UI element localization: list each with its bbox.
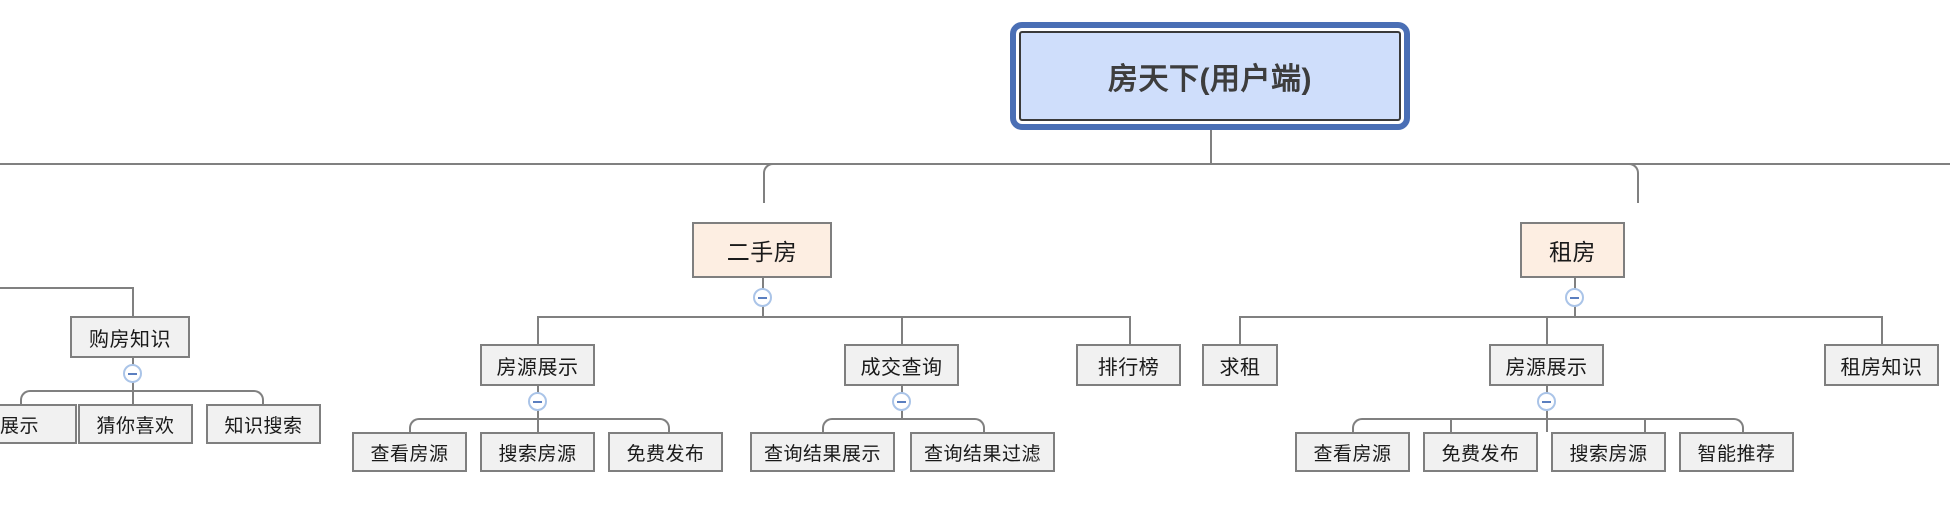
node-zufang-fangyuanzhanshi[interactable]: 房源展示 xyxy=(1489,344,1604,386)
node-leaf-mianfeifabu-1[interactable]: 免费发布 xyxy=(608,432,723,472)
connector-chengjiao-stem-a xyxy=(901,386,903,393)
node-leaf-zhishisousuo[interactable]: 知识搜索 xyxy=(206,404,321,444)
node-leaf-cainixihuan[interactable]: 猜你喜欢 xyxy=(78,404,193,444)
connector-fangyuan1-left-elbow xyxy=(409,418,539,434)
minus-glyph xyxy=(1542,400,1551,403)
connector-fangyuan2-stem-b xyxy=(1546,410,1548,418)
node-leaf-chaxunjieguoguolv[interactable]: 查询结果过滤 xyxy=(910,432,1055,472)
collapse-minus-icon-goufangzhishi[interactable] xyxy=(123,364,142,383)
connector-fangyuan1-mid xyxy=(537,418,539,432)
connector-to-paihangbang xyxy=(1129,316,1131,344)
node-leaf-sousuofangyuan-2[interactable]: 搜索房源 xyxy=(1551,432,1666,472)
minus-glyph xyxy=(533,400,542,403)
connector-ershoufang-spread xyxy=(537,316,1129,318)
connector-fangyuan2-stem-a xyxy=(1546,386,1548,393)
connector-goufang-stem-a xyxy=(132,358,134,365)
node-root[interactable]: 房天下(用户端) xyxy=(1011,23,1409,129)
connector-to-chengjiao xyxy=(901,316,903,344)
node-leaf-sousuofangyuan-1[interactable]: 搜索房源 xyxy=(480,432,595,472)
node-leaf-zhinengtuijian[interactable]: 智能推荐 xyxy=(1679,432,1794,472)
collapse-minus-icon-chengjiaochaxun[interactable] xyxy=(892,392,911,411)
node-qiuzu[interactable]: 求租 xyxy=(1202,344,1278,386)
connector-to-zufangzhishi xyxy=(1881,316,1883,344)
connector-fangyuan2-t2 xyxy=(1546,418,1548,432)
connector-zufang-stem-b xyxy=(1574,306,1576,316)
connector-ershoufang-stem-a xyxy=(762,278,764,290)
connector-root-stem xyxy=(1210,130,1212,163)
node-leaf-chakanfangyuan-2[interactable]: 查看房源 xyxy=(1295,432,1410,472)
connector-trunk-to-ershoufang xyxy=(763,163,865,203)
connector-ershoufang-stem-b xyxy=(762,306,764,316)
node-leaf-chakanfangyuan-1[interactable]: 查看房源 xyxy=(352,432,467,472)
connector-fangyuan1-stem-b xyxy=(537,410,539,418)
connector-fangyuan1-stem-a xyxy=(537,386,539,393)
node-leaf-zhanshi[interactable]: 展示 xyxy=(0,404,77,444)
connector-zufang-spread xyxy=(1239,316,1881,318)
node-ershoufang-fangyuanzhanshi[interactable]: 房源展示 xyxy=(480,344,595,386)
node-zufang[interactable]: 租房 xyxy=(1520,222,1625,278)
node-goufangzhishi[interactable]: 购房知识 xyxy=(70,316,190,358)
connector-goufang-left-elbow xyxy=(20,390,134,406)
connector-to-fangyuan2 xyxy=(1546,316,1548,344)
connector-trunk xyxy=(0,163,1950,165)
collapse-minus-icon-zufang[interactable] xyxy=(1565,288,1584,307)
node-ershoufang[interactable]: 二手房 xyxy=(692,222,832,278)
connector-chengjiao-left-elbow xyxy=(822,418,903,434)
collapse-minus-icon-ershoufang[interactable] xyxy=(753,288,772,307)
connector-fangyuan2-t1 xyxy=(1450,418,1452,432)
connector-fangyuan1-right-elbow xyxy=(537,418,670,434)
collapse-minus-icon-fangyuanzhanshi-2[interactable] xyxy=(1537,392,1556,411)
connector-chengjiao-right-elbow xyxy=(901,418,985,434)
connector-to-fangyuan1 xyxy=(537,316,539,344)
connector-trunk-to-zufang xyxy=(1575,163,1639,203)
connector-zufang-stem-a xyxy=(1574,278,1576,290)
node-chengjiaochaxun[interactable]: 成交查询 xyxy=(844,344,959,386)
connector-goufang-stem-b xyxy=(132,382,134,390)
node-zufangzhishi[interactable]: 租房知识 xyxy=(1824,344,1939,386)
connector-to-goufangzhishi xyxy=(132,287,134,316)
connector-goufang-mid xyxy=(132,390,134,404)
connector-fangyuan2-t3 xyxy=(1644,418,1646,432)
minus-glyph xyxy=(897,400,906,403)
node-leaf-mianfeifabu-2[interactable]: 免费发布 xyxy=(1423,432,1538,472)
connector-cutoff-spread xyxy=(0,287,134,289)
minus-glyph xyxy=(128,372,137,375)
connector-chengjiao-stem-b xyxy=(901,410,903,418)
node-leaf-chaxunjieguozhanshi[interactable]: 查询结果展示 xyxy=(750,432,895,472)
minus-glyph xyxy=(1570,296,1579,299)
node-paihangbang[interactable]: 排行榜 xyxy=(1076,344,1181,386)
collapse-minus-icon-fangyuanzhanshi-1[interactable] xyxy=(528,392,547,411)
minus-glyph xyxy=(758,296,767,299)
connector-to-qiuzu xyxy=(1239,316,1241,344)
connector-goufang-right-elbow xyxy=(132,390,264,406)
